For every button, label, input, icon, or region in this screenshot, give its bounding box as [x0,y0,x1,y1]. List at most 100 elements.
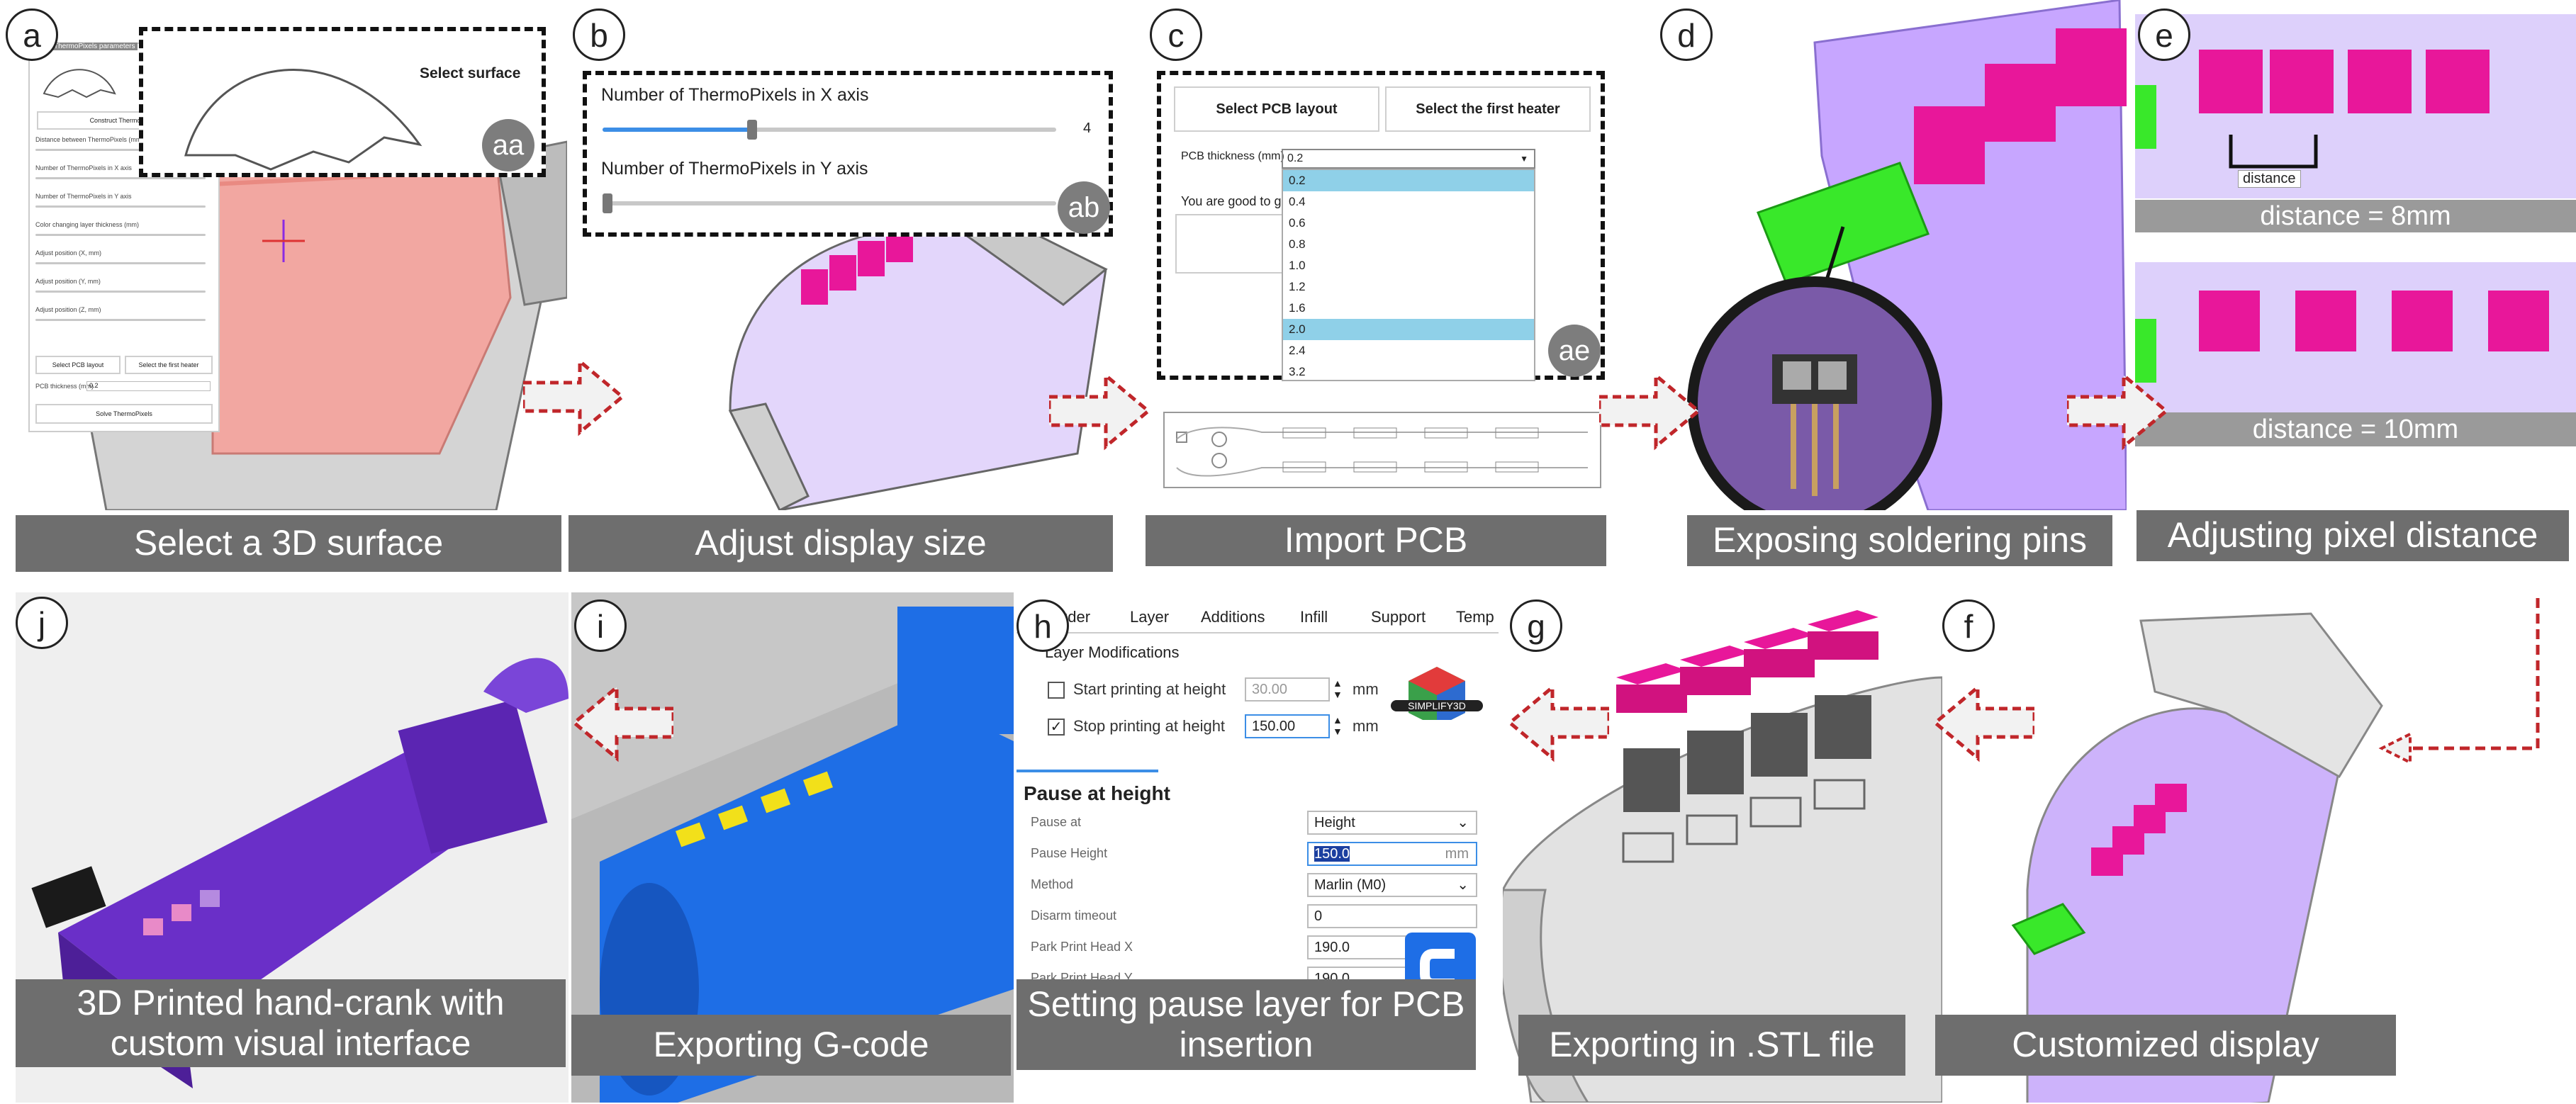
pause-row: Disarm timeout 0 [1017,900,1499,931]
dropdown-option[interactable]: 3.2 [1289,365,1306,378]
pcb-thickness-select[interactable]: 0.2 ▼ [1282,149,1535,169]
solve-thermopixels-button[interactable]: Solve ThermoPixels [35,404,213,424]
customized-display-scene [2011,612,2383,1103]
panel-d-scene [1687,0,2127,510]
caption-d: Exposing soldering pins [1687,515,2112,566]
heater-block [1623,748,1680,812]
letter-c: c [1150,9,1202,61]
param-row[interactable]: Distance between ThermoPixels (mm) [35,136,213,163]
param-slider[interactable] [35,291,206,293]
stepper-icon[interactable]: ▲▼ [1333,714,1343,737]
pause-row-label: Park Print Head X [1031,940,1133,954]
pcb-thickness-select[interactable]: 0.2 [86,381,211,391]
pause-row-value: Height [1314,815,1355,830]
stop-printing-checkbox[interactable]: ✓ [1048,719,1065,736]
dropdown-option[interactable]: 0.2 [1283,170,1534,191]
pause-row-label: Pause at [1031,815,1082,829]
letter-g: g [1510,599,1562,652]
pause-row-label: Method [1031,877,1074,891]
pause-height-unit: mm [1445,846,1469,862]
tab-additions[interactable]: Additions [1201,608,1265,626]
param-row[interactable]: Adjust position (X, mm) [35,249,213,276]
caption-j: 3D Printed hand-crank with custom visual… [16,979,566,1067]
y-axis-label: Number of ThermoPixels in Y axis [601,159,868,179]
arrow-left-f-g [1932,683,2034,762]
dropdown-option[interactable]: 1.2 [1289,280,1306,293]
select-pcb-button[interactable]: Select PCB layout [35,356,121,374]
param-row[interactable]: Color changing layer thickness (mm) [35,221,213,248]
dropdown-option[interactable]: 0.6 [1289,216,1306,230]
panel-f: f [1942,592,2576,1103]
select-surface-label[interactable]: Select surface [420,65,521,81]
zoom-box-ab: Number of ThermoPixels in X axis 4 Numbe… [583,71,1113,237]
park-x-input[interactable]: 190.0 [1307,935,1406,959]
chevron-down-icon: ▼ [1520,154,1528,164]
param-slider[interactable] [35,234,206,236]
param-slider[interactable] [35,205,206,208]
arrow-right-b-c [1049,371,1151,451]
pixel-cube [2199,291,2260,351]
pause-row: Pause Height 150.0 mm [1017,838,1499,869]
tab-bar: uder Layer Additions Infill Support Temp [1017,601,1499,633]
tab-temperature[interactable]: Temp [1456,608,1494,626]
pause-at-select[interactable]: Height ⌄ [1307,811,1477,835]
letter-e: e [2138,9,2190,61]
param-slider[interactable] [35,319,206,321]
dropdown-option[interactable]: 0.8 [1289,237,1306,251]
pixel-cube [1744,628,1815,649]
dropdown-option[interactable]: 1.0 [1289,259,1306,272]
dropdown-option[interactable]: 2.4 [1289,344,1306,357]
start-printing-input[interactable]: 30.00 [1245,677,1330,702]
param-row[interactable]: Adjust position (Z, mm) [35,306,213,333]
pause-row-value: Marlin (M0) [1314,877,1387,893]
letter-a: a [6,9,58,61]
dropdown-option[interactable]: 1.6 [1289,301,1306,315]
select-heater-button[interactable]: Select the first heater [1385,86,1591,132]
x-axis-slider-thumb[interactable] [747,120,757,140]
arrow-left-i-j [571,683,673,762]
arrow-right-a-b [523,357,625,436]
x-axis-slider[interactable] [603,128,1056,132]
pixel-cube [1985,64,2056,142]
dropdown-option[interactable]: 2.0 [1283,319,1534,340]
simplify3d-wordmark: SIMPLIFY3D [1391,700,1483,711]
caption-f: Customized display [1935,1015,2396,1076]
param-row[interactable]: Adjust position (Y, mm) [35,278,213,305]
start-printing-checkbox[interactable] [1048,682,1065,699]
disarm-timeout-input[interactable]: 0 [1307,904,1477,928]
param-row[interactable]: Number of ThermoPixels in Y axis [35,193,213,220]
pixel-cube [2295,291,2356,351]
x-axis-label: Number of ThermoPixels in X axis [601,85,869,105]
arrow-left-g-h [1507,683,1609,762]
letter-h: h [1017,599,1069,652]
stop-printing-input[interactable]: 150.00 [1245,714,1330,738]
arrow-right-d-e [2067,371,2169,451]
param-slider[interactable] [35,149,206,151]
pcb-thickness-dropdown[interactable]: 0.2 0.4 0.6 0.8 1.0 1.2 1.6 2.0 2.4 3.2 [1282,169,1535,381]
tab-infill[interactable]: Infill [1300,608,1328,626]
letter-j: j [16,597,68,649]
tab-support[interactable]: Support [1371,608,1426,626]
message-box [1175,214,1283,274]
select-pcb-button[interactable]: Select PCB layout [1174,86,1379,132]
simplify3d-cube-icon [1409,667,1465,727]
chevron-down-icon: ⌄ [1457,877,1469,893]
stop-printing-label: Stop printing at height [1073,717,1226,735]
select-heater-button[interactable]: Select the first heater [125,356,213,374]
param-row[interactable]: Number of ThermoPixels in X axis [35,164,213,191]
pixel-cube [2270,50,2334,113]
pcb-layout-drawing [1163,412,1601,488]
method-select[interactable]: Marlin (M0) ⌄ [1307,873,1477,897]
param-label: Number of ThermoPixels in Y axis [35,193,132,200]
pcb-thickness-label: PCB thickness (mm) [35,383,94,390]
y-axis-slider-thumb[interactable] [603,193,612,213]
distance-tag: distance [2238,170,2301,188]
tab-layer[interactable]: Layer [1130,608,1170,626]
stepper-icon[interactable]: ▲▼ [1333,677,1343,700]
surface-preview-small [43,69,116,98]
param-slider[interactable] [35,262,206,264]
y-axis-slider[interactable] [603,201,1056,205]
dropdown-option[interactable]: 0.4 [1289,195,1306,208]
pause-height-input[interactable]: 150.0 mm [1307,842,1477,866]
param-slider[interactable] [35,177,206,179]
